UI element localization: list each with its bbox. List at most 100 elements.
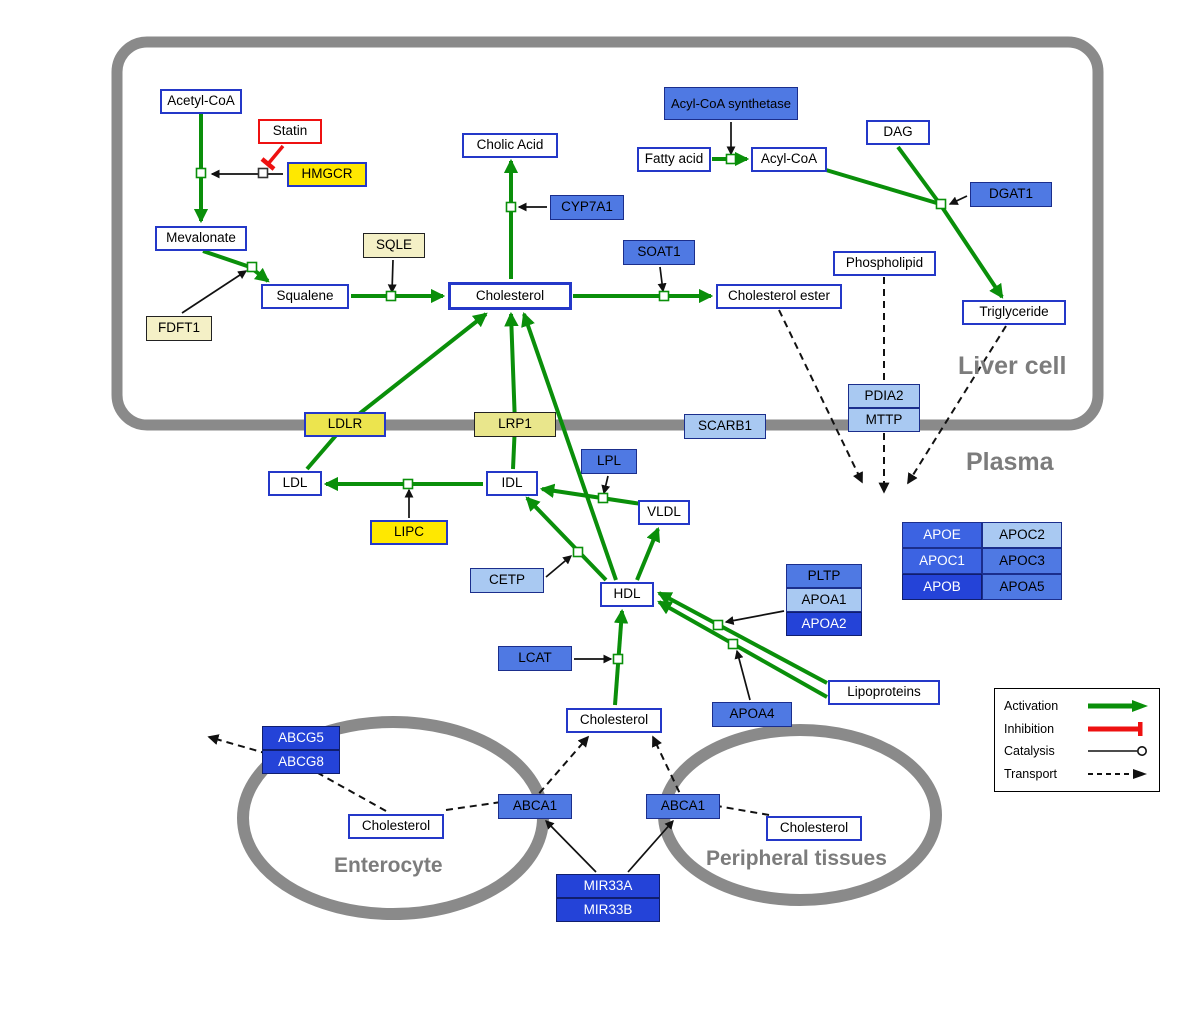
node-label-fdft1: FDFT1 [158,320,200,336]
reaction-anchor [727,638,739,650]
reaction-anchor [195,167,207,179]
node-squalene[interactable]: Squalene [261,284,349,309]
node-pdia2[interactable]: PDIA2 [848,384,920,408]
reaction-anchor [612,653,624,665]
reaction-anchor [725,153,737,165]
node-ldlr[interactable]: LDLR [304,412,386,437]
node-lipc[interactable]: LIPC [370,520,448,545]
node-vldl[interactable]: VLDL [638,500,690,525]
node-abca1-enterocyte[interactable]: ABCA1 [498,794,572,819]
legend: Activation Inhibition Catalysis Transpor… [994,688,1160,792]
node-cholesterol-ester[interactable]: Cholesterol ester [716,284,842,309]
edge-dag-to-junction [896,145,939,202]
node-fatty-acid[interactable]: Fatty acid [637,147,711,172]
legend-item-inhibition: Inhibition [1004,721,1150,737]
node-lpl[interactable]: LPL [581,449,637,474]
node-label-statin: Statin [272,123,308,139]
edge-sqle-catalysis [387,259,397,294]
node-lrp1[interactable]: LRP1 [474,412,556,437]
node-mevalonate[interactable]: Mevalonate [155,226,247,251]
node-soat1[interactable]: SOAT1 [623,240,695,265]
edge-apoa-complex-catalysis [724,610,785,625]
node-hmgcr[interactable]: HMGCR [287,162,367,187]
node-label-apoa5: APOA5 [999,578,1045,594]
node-label-hmgcr: HMGCR [301,166,353,182]
node-label-cholic-acid: Cholic Acid [476,137,544,153]
node-cholesterol-peripheral[interactable]: Cholesterol [766,816,862,841]
node-statin[interactable]: Statin [258,119,322,144]
node-cholesterol-enterocyte[interactable]: Cholesterol [348,814,444,839]
node-mttp[interactable]: MTTP [848,408,920,432]
node-label-fatty-acid: Fatty acid [644,151,704,167]
node-acetyl-coa[interactable]: Acetyl-CoA [160,89,242,114]
node-label-apoa1: APOA1 [801,591,847,607]
node-label-mir33b: MIR33B [583,901,633,917]
node-abcg5[interactable]: ABCG5 [262,726,340,750]
node-apob[interactable]: APOB [902,574,982,600]
node-sqle[interactable]: SQLE [363,233,425,258]
edge-lipoproteins-to-hdl-upper [657,591,828,685]
edge-soat1-catalysis [657,266,667,293]
edge-ldl-to-cholesterol-via-ldlr [305,312,488,471]
node-label-ldlr: LDLR [327,416,363,432]
node-fdft1[interactable]: FDFT1 [146,316,212,341]
edge-mir33-to-abca1-peripheral [627,819,674,873]
catalysis-circle-icon [1088,746,1147,757]
legend-label-inhibition: Inhibition [1004,721,1055,736]
node-apoa4[interactable]: APOA4 [712,702,792,727]
node-cholic-acid[interactable]: Cholic Acid [462,133,558,158]
edge-vldl-to-idl [539,483,649,507]
node-label-lrp1: LRP1 [498,416,532,432]
node-dag[interactable]: DAG [866,120,930,145]
node-mir33b[interactable]: MIR33B [556,898,660,922]
node-acyl-coa-synthetase[interactable]: Acyl-CoA synthetase [664,87,798,120]
node-hdl[interactable]: HDL [600,582,654,607]
node-label-cetp: CETP [488,572,525,588]
node-apoc1[interactable]: APOC1 [902,548,982,574]
node-lipoproteins[interactable]: Lipoproteins [828,680,940,705]
node-label-apoc2: APOC2 [999,526,1045,542]
binding-anchor [257,167,269,179]
node-apoc3[interactable]: APOC3 [982,548,1062,574]
node-cholesterol-liver[interactable]: Cholesterol [448,282,572,310]
node-mir33a[interactable]: MIR33A [556,874,660,898]
node-cholesterol-plasma[interactable]: Cholesterol [566,708,662,733]
node-label-apoe: APOE [923,526,961,542]
edge-mevalonate-to-squalene [202,249,270,283]
node-label-lcat: LCAT [518,650,552,666]
edge-hdl-to-vldl [635,527,660,581]
node-apoa2[interactable]: APOA2 [786,612,862,636]
node-label-lpl: LPL [596,453,622,469]
node-apoa1[interactable]: APOA1 [786,588,862,612]
node-label-abca1-peripheral: ABCA1 [660,798,706,814]
node-acyl-coa[interactable]: Acyl-CoA [751,147,827,172]
node-idl[interactable]: IDL [486,471,538,496]
node-dgat1[interactable]: DGAT1 [970,182,1052,207]
node-label-mttp: MTTP [865,411,903,427]
node-triglyceride[interactable]: Triglyceride [962,300,1066,325]
edge-apoa4-catalysis [734,649,751,701]
node-cyp7a1[interactable]: CYP7A1 [550,195,624,220]
node-label-apoc1: APOC1 [919,552,965,568]
node-apoa5[interactable]: APOA5 [982,574,1062,600]
node-scarb1[interactable]: SCARB1 [684,414,766,439]
node-label-lipoproteins: Lipoproteins [847,684,921,700]
reaction-anchor [712,619,724,631]
node-apoe[interactable]: APOE [902,522,982,548]
node-ldl[interactable]: LDL [268,471,322,496]
node-apoc2[interactable]: APOC2 [982,522,1062,548]
legend-item-activation: Activation [1004,698,1150,714]
node-label-acyl-coa-synthetase: Acyl-CoA synthetase [671,95,791,111]
node-pltp[interactable]: PLTP [786,564,862,588]
node-cetp[interactable]: CETP [470,568,544,593]
legend-label-activation: Activation [1004,699,1059,714]
node-label-abca1-enterocyte: ABCA1 [512,798,558,814]
legend-label-transport: Transport [1004,766,1058,781]
node-abcg8[interactable]: ABCG8 [262,750,340,774]
node-lcat[interactable]: LCAT [498,646,572,671]
node-label-soat1: SOAT1 [637,244,681,260]
edge-cetp-catalysis [545,555,573,578]
node-abca1-peripheral[interactable]: ABCA1 [646,794,720,819]
node-phospholipid[interactable]: Phospholipid [833,251,936,276]
node-label-phospholipid: Phospholipid [845,255,924,271]
